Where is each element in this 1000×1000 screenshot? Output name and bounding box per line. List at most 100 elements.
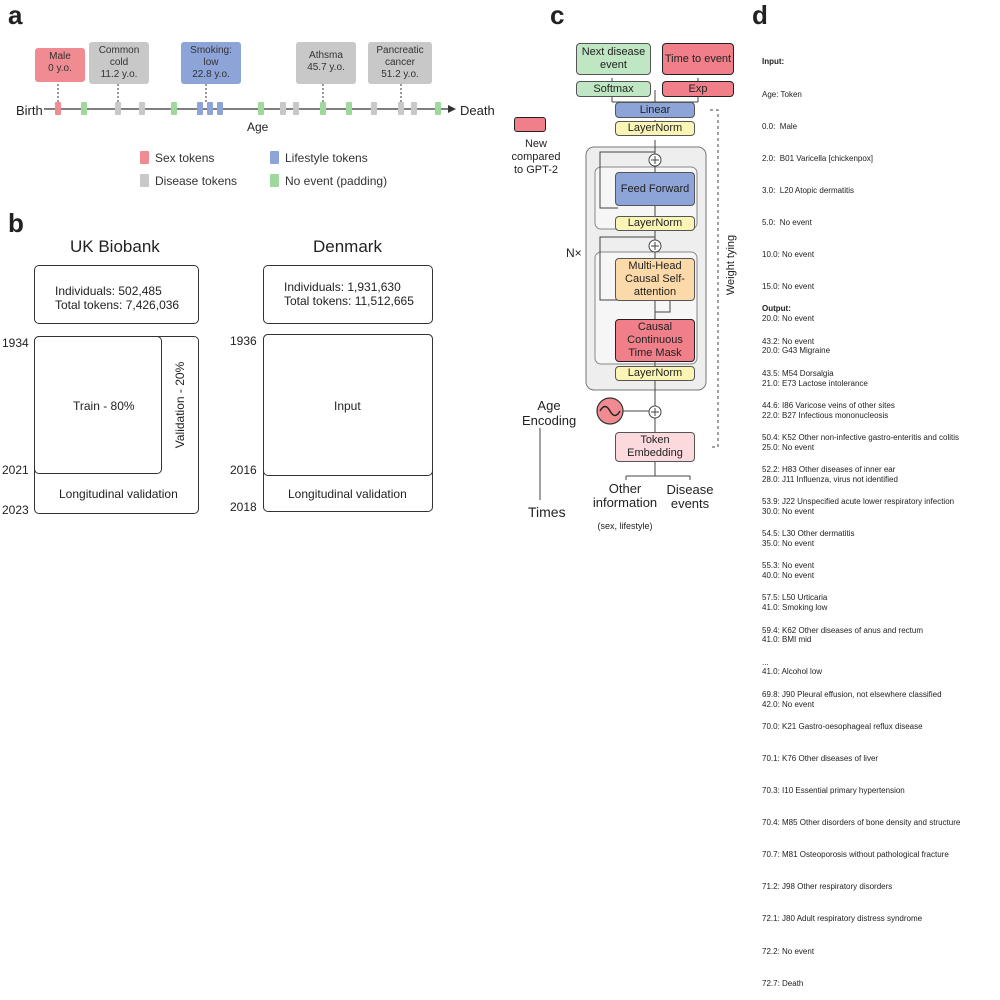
- token-padding: [81, 102, 87, 115]
- panel-d-letter: d: [752, 0, 768, 30]
- list-item: ...: [762, 657, 769, 667]
- dk-year-end: 2018: [230, 500, 257, 514]
- token-padding: [171, 102, 177, 115]
- layernorm-top-box: LayerNorm: [615, 121, 695, 136]
- token-lifestyle: [207, 102, 213, 115]
- legend-padding: No event (padding): [285, 174, 388, 188]
- event-label: Male: [49, 51, 71, 62]
- uk-stats-box: Individuals: 502,485 Total tokens: 7,426…: [34, 265, 199, 324]
- event-age: 45.7 y.o.: [307, 62, 345, 73]
- token-lifestyle: [217, 102, 223, 115]
- uk-longitudinal: Longitudinal validation: [59, 487, 178, 501]
- list-item: 5.0: No event: [762, 217, 812, 227]
- timeline-age: Age: [247, 120, 269, 134]
- list-item: 50.4: K52 Other non-infective gastro-ent…: [762, 432, 959, 442]
- list-item: 3.0: L20 Atopic dermatitis: [762, 185, 855, 195]
- event-age: 51.2 y.o.: [381, 69, 419, 80]
- exp-box: Exp: [662, 81, 734, 97]
- legend-disease: Disease tokens: [155, 174, 238, 188]
- list-item: 70.7: M81 Osteoporosis without pathologi…: [762, 850, 949, 860]
- uk-year-start: 1934: [2, 336, 29, 350]
- dk-year-start: 1936: [230, 334, 257, 348]
- uk-validation-label: Validation - 20%: [173, 361, 187, 449]
- event-label: cancer: [384, 57, 415, 68]
- dk-input-box: Input: [263, 334, 433, 476]
- token-disease: [411, 102, 417, 115]
- times-label: Times: [528, 504, 566, 520]
- other-info-sub: (sex, lifestyle): [597, 521, 653, 531]
- uk-biobank-title: UK Biobank: [70, 237, 160, 256]
- uk-train-box: Train - 80%: [34, 336, 162, 474]
- list-item: 30.0: No event: [762, 506, 815, 516]
- dk-year-mid: 2016: [230, 463, 257, 477]
- timeline-birth: Birth: [16, 103, 43, 118]
- event-age: 22.8 y.o.: [192, 69, 230, 80]
- time-to-event-label: Time to event: [664, 52, 732, 65]
- panel-c-letter: c: [550, 0, 565, 30]
- new-compared-label: New compared to GPT-2: [511, 138, 561, 176]
- token-lifestyle: [197, 102, 203, 115]
- event-label: Pancreatic: [376, 45, 424, 56]
- list-item: 55.3: No event: [762, 561, 815, 571]
- list-item: 2.0: B01 Varicella [chickenpox]: [762, 153, 874, 163]
- event-label: low: [203, 57, 219, 68]
- dk-stats-box: Individuals: 1,931,630 Total tokens: 11,…: [263, 265, 433, 324]
- input-header: Input:: [762, 57, 785, 67]
- weight-tying-label: Weight tying: [725, 234, 737, 296]
- uk-year-end: 2023: [2, 503, 29, 517]
- token-padding: [320, 102, 326, 115]
- list-item: 72.2: No event: [762, 946, 815, 956]
- denmark-title: Denmark: [313, 237, 382, 256]
- list-item: 20.0: G43 Migraine: [762, 346, 831, 356]
- nx-label: N×: [566, 246, 582, 260]
- token-disease: [293, 102, 299, 115]
- list-item: 72.1: J80 Adult respiratory distress syn…: [762, 914, 923, 924]
- legend-swatch-padding: [270, 174, 279, 187]
- panel-b-letter: b: [8, 208, 24, 238]
- token-disease: [139, 102, 145, 115]
- event-athsma: Athsma 45.7 y.o.: [296, 42, 356, 84]
- token-disease: [115, 102, 121, 115]
- list-item: Age: Token: [762, 89, 802, 99]
- softmax-label: Softmax: [593, 82, 634, 95]
- dk-longitudinal: Longitudinal validation: [288, 487, 407, 501]
- token-disease: [371, 102, 377, 115]
- event-label: Common: [98, 45, 140, 56]
- linear-label: Linear: [639, 103, 671, 116]
- list-item: 70.1: K76 Other diseases of liver: [762, 753, 879, 763]
- uk-year-mid: 2021: [2, 463, 29, 477]
- timeline-arrows: [44, 84, 456, 113]
- list-item: 15.0: No event: [762, 282, 815, 292]
- token-disease: [280, 102, 286, 115]
- exp-label: Exp: [688, 82, 708, 95]
- legend-lifestyle: Lifestyle tokens: [285, 151, 368, 165]
- legend-swatch-lifestyle: [270, 151, 279, 164]
- feed-forward-label: Feed Forward: [620, 182, 690, 195]
- list-item: 57.5: L50 Urticaria: [762, 593, 828, 603]
- event-age: 0 y.o.: [48, 63, 72, 74]
- legend-swatch-disease: [140, 174, 149, 187]
- next-disease-label: Next disease event: [581, 46, 646, 71]
- token-embedding-box: Token Embedding: [615, 432, 695, 462]
- token-padding: [258, 102, 264, 115]
- event-label: cold: [109, 57, 129, 68]
- uk-individuals: Individuals: 502,485: [55, 284, 162, 298]
- sine-wave-icon: [596, 397, 624, 425]
- panel-a-letter: a: [8, 0, 23, 30]
- list-item: 22.0: B27 Infectious mononucleosis: [762, 410, 889, 420]
- event-male: Male 0 y.o.: [35, 48, 85, 82]
- layernorm-attn-box: LayerNorm: [615, 366, 695, 381]
- list-item: 20.0: No event: [762, 314, 815, 324]
- event-common-cold: Common cold 11.2 y.o.: [89, 42, 149, 84]
- uk-train-label: Train - 80%: [73, 399, 135, 413]
- list-item: 44.6: I86 Varicose veins of other sites: [762, 400, 895, 410]
- legend-sex: Sex tokens: [155, 151, 215, 165]
- token-padding: [435, 102, 441, 115]
- output-list: Output: 43.2: No event 43.5: M54 Dorsalg…: [762, 283, 960, 1000]
- list-item: 70.4: M85 Other disorders of bone densit…: [762, 818, 961, 828]
- feed-forward-box: Feed Forward: [615, 172, 695, 206]
- token-sex: [55, 102, 61, 115]
- list-item: 59.4: K62 Other diseases of anus and rec…: [762, 625, 923, 635]
- list-item: 21.0: E73 Lactose intolerance: [762, 378, 868, 388]
- dk-input-label: Input: [334, 399, 361, 413]
